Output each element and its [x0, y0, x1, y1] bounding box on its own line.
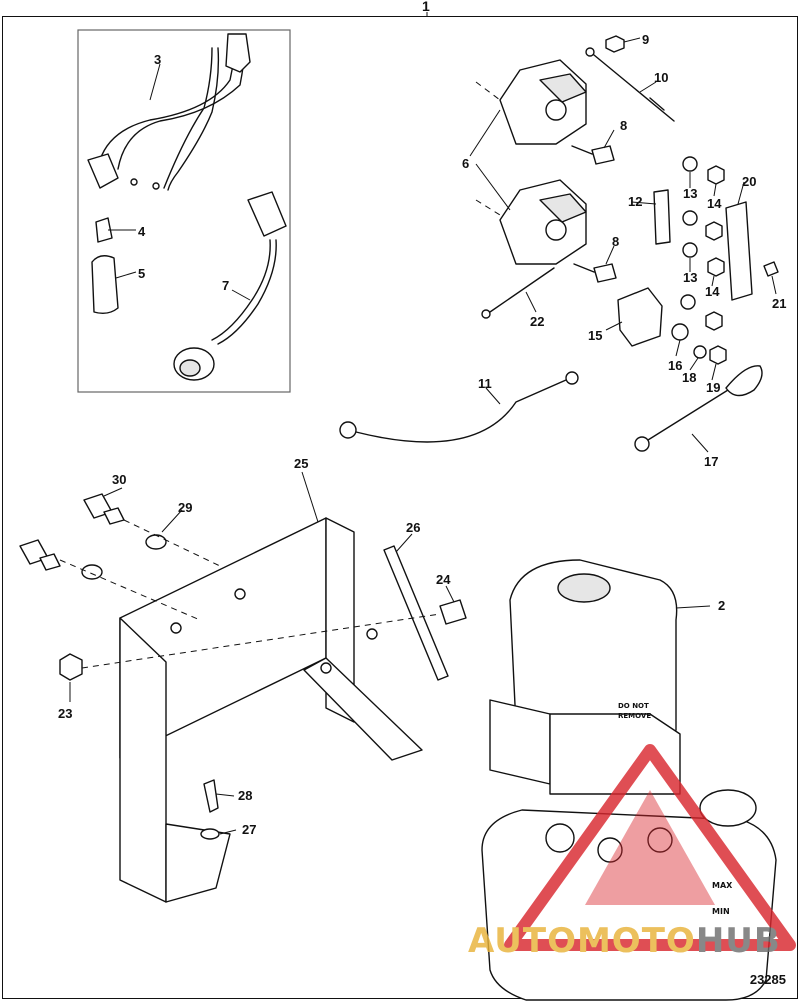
solenoid-part	[475, 59, 587, 265]
screw-part	[763, 261, 779, 277]
decal-line1: DO NOT	[618, 702, 649, 710]
bracket-washer-part	[81, 534, 167, 580]
callout-2: 2	[718, 598, 725, 613]
watermark-logo: AUTOMOTOHUB	[468, 744, 796, 961]
callout-16: 16	[668, 358, 682, 373]
bolt-part	[571, 145, 617, 283]
callout-7: 7	[222, 278, 229, 293]
callout-29: 29	[178, 500, 192, 515]
figure-number: 23285	[749, 972, 786, 987]
callout-8a: 8	[620, 118, 627, 133]
jumper-wire-part	[481, 267, 555, 319]
terminal-plate-part	[653, 189, 671, 245]
reservoir-min-mark: MIN	[712, 907, 730, 916]
svg-text:AUTOMOTOHUB: AUTOMOTOHUB	[468, 921, 781, 961]
callout-14b: 14	[705, 284, 720, 299]
terminal-cover-part	[725, 201, 753, 301]
callout-21: 21	[772, 296, 786, 311]
mounting-nut-part	[59, 653, 83, 681]
callout-25: 25	[294, 456, 308, 471]
gasket-strip-part	[383, 545, 449, 681]
washer-part	[671, 323, 689, 341]
diagram-frame	[2, 16, 798, 999]
callout-8b: 8	[612, 234, 619, 249]
extension-harness-part	[173, 191, 287, 381]
self-tapping-screw-part	[203, 779, 219, 813]
callout-11: 11	[478, 376, 492, 391]
callout-9: 9	[642, 32, 649, 47]
lock-washer-part	[693, 345, 707, 359]
watermark-brand-automoto: AUTOMOTO	[468, 921, 696, 961]
callout-14a: 14	[707, 196, 722, 211]
callout-23: 23	[58, 706, 72, 721]
callout-15: 15	[588, 328, 602, 343]
decal-line2: REMOVE	[618, 712, 651, 720]
callout-6: 6	[462, 156, 469, 171]
callout-18: 18	[682, 370, 696, 385]
nut-part	[605, 35, 625, 53]
callout-leaders	[69, 37, 777, 835]
callout-12: 12	[628, 194, 642, 209]
wiring-harness-part	[87, 33, 251, 191]
circuit-breaker-part	[617, 287, 663, 347]
callout-27: 27	[242, 822, 256, 837]
battery-lead-part	[634, 365, 763, 452]
callout-4: 4	[138, 224, 146, 239]
connector-boot-part	[91, 255, 119, 315]
callout-20: 20	[742, 174, 756, 189]
terminal-nut-part	[680, 156, 725, 331]
callout-28: 28	[238, 788, 252, 803]
flat-washer-part	[200, 828, 220, 840]
assembly-number: 1	[422, 0, 430, 14]
wiring-kit-inset	[77, 29, 291, 393]
mounting-bolt-part	[439, 599, 467, 625]
callout-17: 17	[704, 454, 718, 469]
mounting-bracket-part	[119, 517, 423, 903]
callout-13b: 13	[683, 270, 697, 285]
callout-labels: 2 3 4 5 6 7 8 8 9 10 11 12 13 13 14 14 1…	[58, 32, 786, 837]
callout-5: 5	[138, 266, 145, 281]
callout-22: 22	[530, 314, 544, 329]
callout-19: 19	[706, 380, 720, 395]
callout-10: 10	[654, 70, 668, 85]
cable-part	[585, 47, 675, 122]
callout-13a: 13	[683, 186, 697, 201]
connector-lock-part	[95, 217, 113, 243]
hex-nut-part	[709, 345, 727, 365]
callout-30: 30	[112, 472, 126, 487]
callout-3: 3	[154, 52, 161, 67]
callout-26: 26	[406, 520, 420, 535]
ground-cable-part	[339, 371, 579, 443]
callout-24: 24	[436, 572, 451, 587]
bracket-screw-part	[19, 493, 125, 571]
trim-pump-part	[481, 559, 777, 1001]
reservoir-max-mark: MAX	[712, 881, 733, 890]
watermark-brand-hub: HUB	[696, 921, 781, 961]
